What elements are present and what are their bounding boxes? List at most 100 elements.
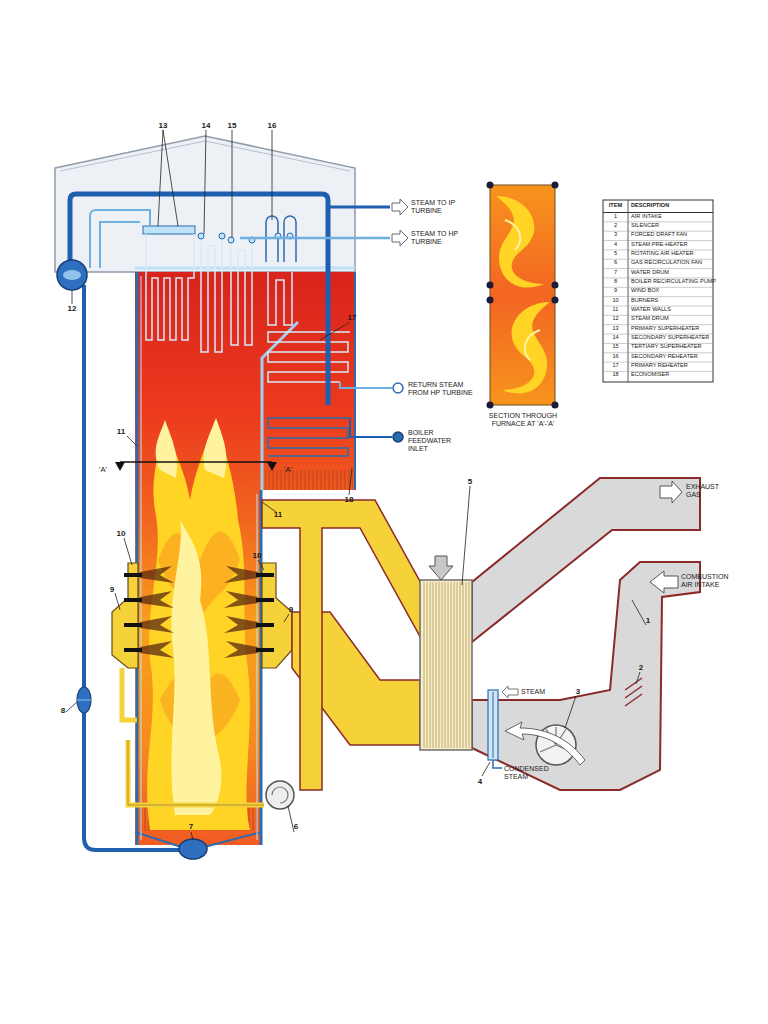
flow-label: RETURN STEAM FROM HP TURBINE — [408, 381, 480, 397]
section-caption: SECTION THROUGH FURNACE AT 'A'-'A' — [481, 412, 565, 428]
leader-line — [158, 130, 178, 226]
recirculation-fan — [266, 781, 294, 809]
steam-pipe — [100, 222, 140, 268]
furnace-section — [487, 282, 494, 289]
circulating-pump — [77, 687, 91, 713]
callout-number: 10 — [109, 529, 133, 538]
leader-line — [258, 560, 264, 570]
section-mark: 'A' — [276, 466, 300, 475]
steam-pipe — [240, 237, 390, 240]
table-item-number: 12 — [604, 316, 628, 322]
table-item-number: 16 — [604, 354, 628, 360]
downcomer-pipe — [84, 285, 180, 850]
air-heater — [422, 582, 470, 748]
leader-line — [632, 600, 646, 625]
furnace-section — [552, 182, 559, 189]
reheater-tubes — [266, 216, 350, 456]
intake-duct — [472, 562, 700, 790]
gas-duct — [262, 500, 422, 790]
table-description: BOILER RECIRCULATING PUMP — [631, 279, 713, 285]
callout-number: 18 — [337, 495, 361, 504]
furnace-section — [552, 297, 559, 304]
exhaust-duct — [472, 478, 700, 642]
leader-line — [320, 322, 350, 340]
callout-number: 13 — [151, 121, 175, 130]
superheater-tubes — [228, 237, 234, 243]
burner — [224, 566, 258, 658]
steam-pipe — [393, 432, 403, 442]
callout-number: 1 — [636, 616, 660, 625]
table-description: GAS RECIRCULATION FAN — [631, 260, 713, 266]
water-wall — [136, 272, 139, 845]
superheater-tubes — [143, 226, 195, 234]
forced-draft-fan — [505, 722, 585, 765]
flame — [204, 418, 227, 478]
steam-pipe — [350, 418, 392, 437]
steam-pipe — [392, 199, 408, 215]
flow-label: STEAM TO HP TURBINE — [411, 230, 466, 246]
recirculation-fan — [272, 787, 288, 803]
callout-number: 7 — [179, 822, 203, 831]
flow-label: BOILER FEEDWATER INLET — [408, 429, 456, 453]
steam-drum — [63, 270, 81, 280]
burner — [140, 566, 174, 658]
table-item-number: 6 — [604, 260, 628, 266]
table-description: PRIMARY REHEATER — [631, 363, 713, 369]
callout-number: 4 — [468, 777, 492, 786]
intake-duct — [625, 678, 642, 706]
table-item-number: 4 — [604, 242, 628, 248]
burner — [124, 566, 274, 658]
leader-line — [127, 436, 137, 446]
callout-number: 3 — [566, 687, 590, 696]
table-description: STEAM DRUM — [631, 316, 713, 322]
reheater-tubes — [268, 418, 350, 456]
leader-line — [636, 672, 640, 684]
table-header: DESCRIPTION — [631, 203, 713, 209]
furnace — [262, 322, 298, 490]
leader-line — [565, 696, 576, 728]
leader-line — [191, 832, 193, 840]
furnace — [265, 470, 353, 490]
table-item-number: 15 — [604, 344, 628, 350]
steam-drum — [57, 260, 87, 290]
flame — [147, 418, 250, 830]
steam-preheater — [502, 686, 518, 698]
flow-label: CONDENSED STEAM — [504, 765, 552, 781]
superheater-tubes — [146, 234, 194, 340]
callout-number: 8 — [51, 706, 75, 715]
reheater-tubes — [268, 272, 292, 325]
table-item-number: 18 — [604, 372, 628, 378]
table-item-number: 3 — [604, 232, 628, 238]
water-wall — [257, 494, 258, 840]
section-line — [115, 462, 277, 471]
callout-number: 17 — [340, 313, 364, 322]
flame — [156, 420, 177, 478]
steam-pipe — [328, 206, 390, 209]
table-description: ECONOMISER — [631, 372, 713, 378]
leader-line — [349, 468, 352, 495]
furnace-section — [502, 302, 550, 394]
water-drum — [179, 839, 207, 859]
intake-duct — [650, 571, 678, 593]
leader-line — [462, 486, 470, 585]
flow-label: STEAM TO IP TURBINE — [411, 199, 466, 215]
table-description: PRIMARY SUPERHEATER — [631, 326, 713, 332]
furnace-section — [487, 402, 494, 409]
section-line — [120, 461, 272, 463]
leader-line — [66, 702, 77, 712]
furnace-section — [487, 297, 494, 304]
flow-label: COMBUSTION AIR INTAKE — [681, 573, 739, 589]
steam-pipe — [70, 194, 408, 442]
flow-label: STEAM — [521, 688, 561, 696]
section-mark: 'A' — [91, 466, 115, 475]
leader-line — [288, 806, 294, 832]
steam-pipe — [70, 194, 328, 405]
table-item-number: 14 — [604, 335, 628, 341]
boiler-housing — [55, 136, 355, 272]
leader-line — [232, 130, 233, 238]
leader-line — [284, 614, 289, 622]
furnace-section — [487, 182, 559, 409]
item-table — [603, 200, 713, 382]
